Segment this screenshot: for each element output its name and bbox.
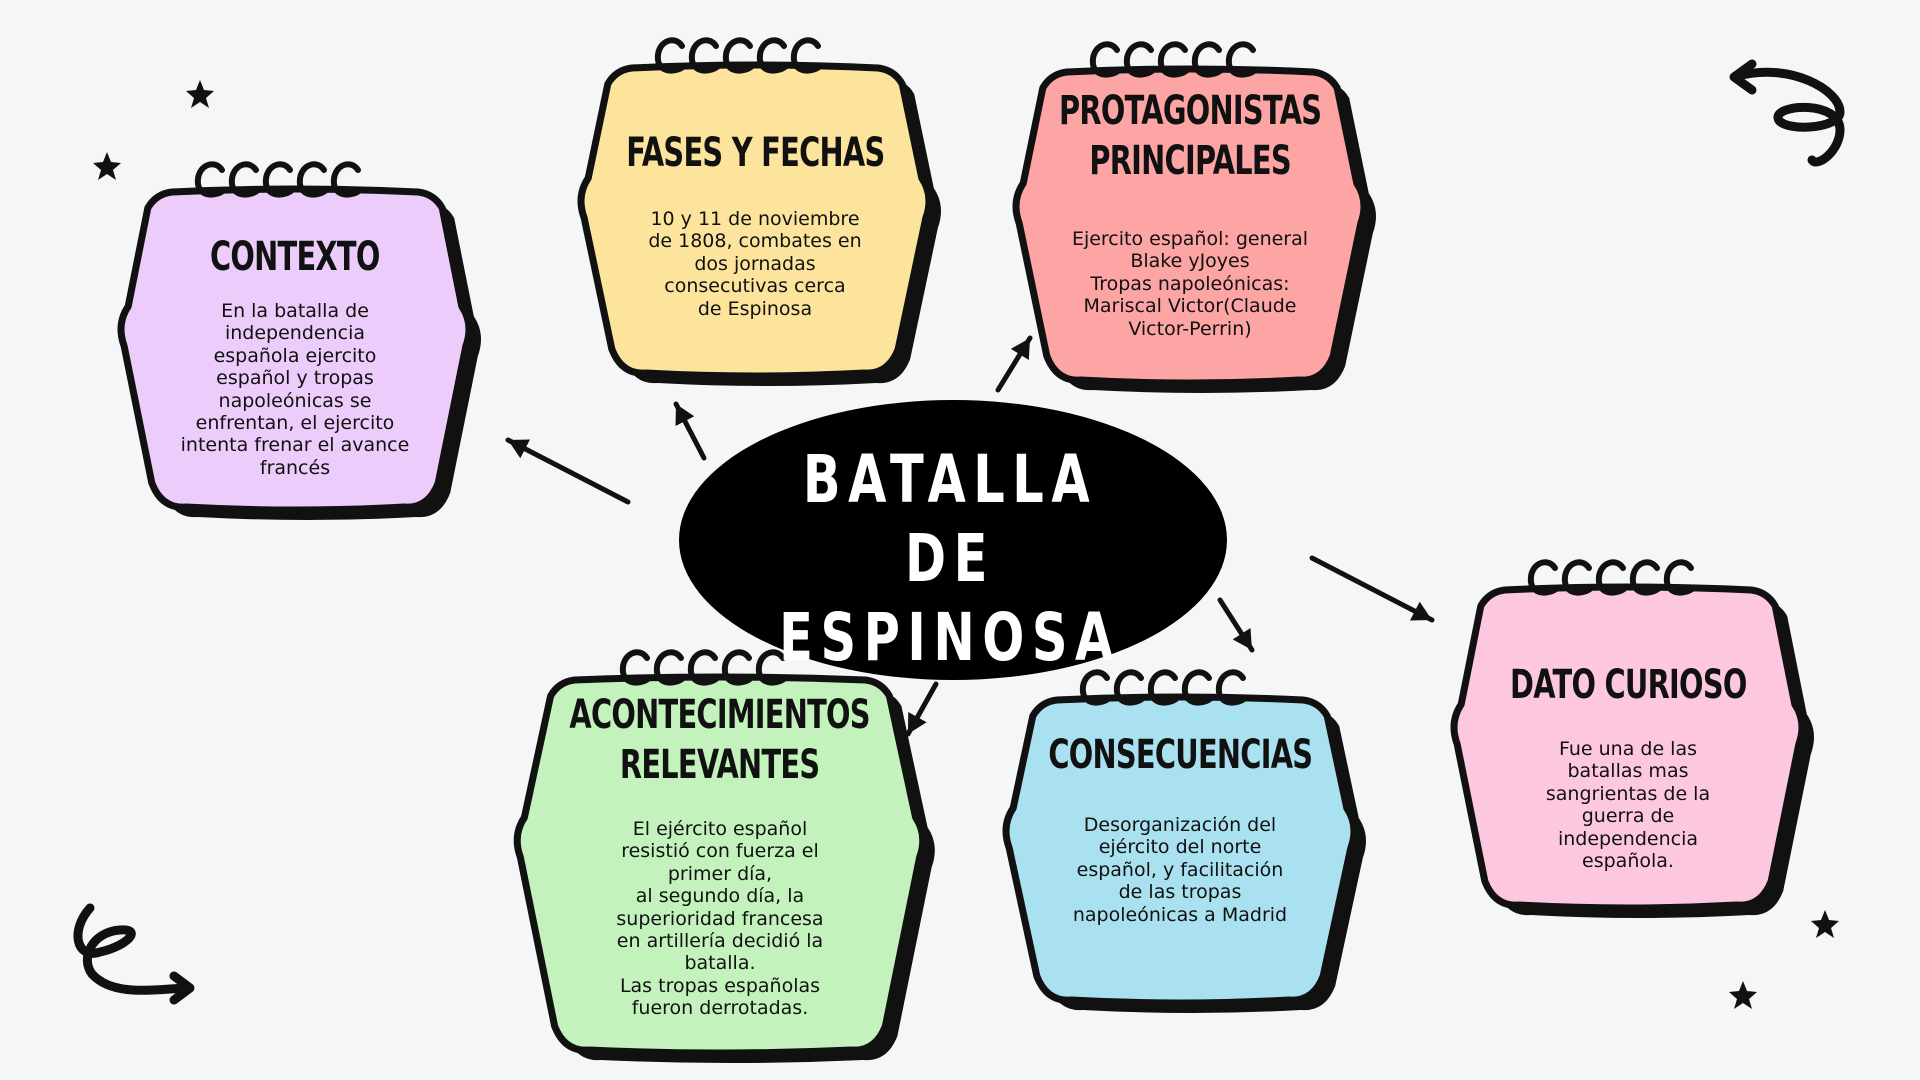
spiral-icon xyxy=(654,37,823,74)
fases-card-body: 10 y 11 de noviembre de 1808, combates e… xyxy=(648,208,862,320)
acontecimientos-card-hexagon xyxy=(513,673,927,1057)
contexto-card-title: CONTEXTO xyxy=(210,234,380,280)
contexto-card-body: En la batalla de independencia española … xyxy=(180,300,410,479)
consecuencias-card-body-wrap: Desorganización del ejército del norte e… xyxy=(1020,806,1340,926)
spiral-icon xyxy=(1079,669,1248,706)
contexto-card-body-wrap: En la batalla de independencia española … xyxy=(135,292,455,479)
fases-card-hexagon xyxy=(577,61,933,380)
acontecimientos-card-title: ACONTECIMIENTOS RELEVANTES xyxy=(569,692,871,788)
fases-card-title: FASES Y FECHAS xyxy=(625,130,885,176)
central-topic-title: BATALLA DE ESPINOSA xyxy=(779,441,1121,677)
acontecimientos-card-body: El ejército español resistió con fuerza … xyxy=(616,818,824,1020)
dato-card-body: Fue una de las batallas mas sangrientas … xyxy=(1545,738,1711,873)
star-icon xyxy=(1729,981,1757,1009)
acontecimientos-card-body-wrap: El ejército español resistió con fuerza … xyxy=(530,810,910,1020)
consecuencias-card-body: Desorganización del ejército del norte e… xyxy=(1072,814,1288,926)
consecuencias-card: CONSECUENCIAS xyxy=(990,730,1370,780)
arrow-icon xyxy=(995,335,1033,393)
spiral-icon xyxy=(194,161,363,198)
dato-card: DATO CURIOSO xyxy=(1438,660,1818,710)
protagonistas-card-title: PROTAGONISTAS PRINCIPALES xyxy=(1058,88,1322,184)
arrow-icon xyxy=(505,437,631,505)
protagonistas-card-body: Ejercito español: general Blake yJoyes T… xyxy=(1071,228,1309,340)
arrow-icon xyxy=(673,401,707,461)
spiral-icon xyxy=(619,649,788,686)
star-icon xyxy=(93,152,121,180)
consecuencias-card-title: CONSECUENCIAS xyxy=(1048,732,1313,778)
protagonistas-card: PROTAGONISTAS PRINCIPALES xyxy=(990,86,1390,186)
arrow-icon xyxy=(905,681,939,737)
swirl-arrow-icon xyxy=(1729,59,1845,167)
cards-layer xyxy=(117,37,1814,1063)
arrow-icon xyxy=(1309,555,1435,623)
swirl-arrow-icon xyxy=(73,903,195,1005)
acontecimientos-card: ACONTECIMIENTOS RELEVANTES xyxy=(500,690,940,790)
dato-card-hexagon xyxy=(1450,583,1806,912)
fases-card-body-wrap: 10 y 11 de noviembre de 1808, combates e… xyxy=(595,200,915,320)
protagonistas-card-hexagon xyxy=(1012,65,1368,387)
dato-card-title: DATO CURIOSO xyxy=(1509,662,1747,708)
consecuencias-card-hexagon xyxy=(1002,693,1358,1007)
dato-card-body-wrap: Fue una de las batallas mas sangrientas … xyxy=(1468,730,1788,872)
central-ellipse xyxy=(679,400,1227,680)
contexto-card-hexagon xyxy=(117,185,473,514)
protagonistas-card-body-wrap: Ejercito español: general Blake yJoyes T… xyxy=(1030,220,1350,340)
star-icon xyxy=(1811,910,1839,938)
fases-card: FASES Y FECHAS xyxy=(565,128,945,178)
spiral-icon xyxy=(1089,41,1258,78)
spiral-icon xyxy=(1527,559,1696,596)
arrows-layer xyxy=(505,335,1435,737)
contexto-card: CONTEXTO xyxy=(105,232,485,282)
star-icon xyxy=(186,80,214,108)
arrow-icon xyxy=(1217,597,1255,653)
